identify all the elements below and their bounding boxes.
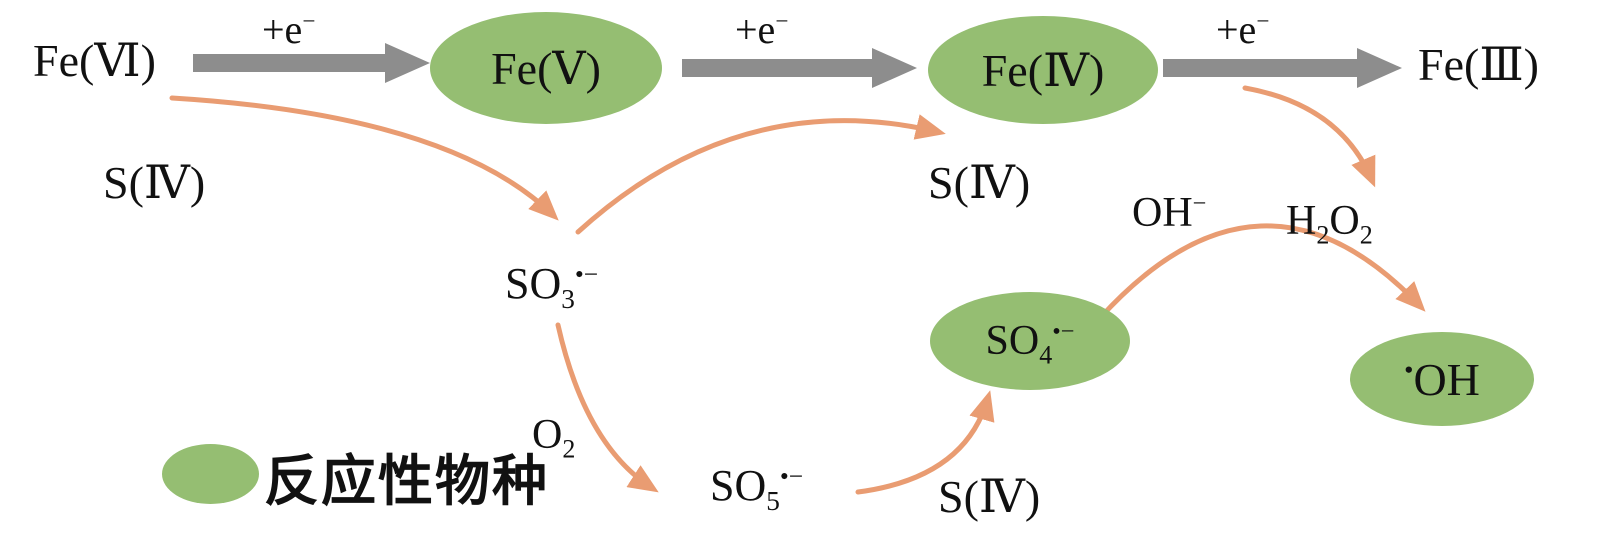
electron-label-3: +e− xyxy=(1216,7,1270,52)
curve-so3-to-fe4 xyxy=(575,114,946,235)
s4-bottom-label: S(Ⅳ) xyxy=(938,471,1041,522)
legend-swatch-ellipse xyxy=(162,444,259,504)
so3-radical-label: SO3•− xyxy=(505,259,599,314)
node-oh-radical-ellipse: •OH xyxy=(1350,332,1534,426)
so5-radical-label: SO5•− xyxy=(710,461,804,516)
electron-transfer-arrow-2 xyxy=(682,48,917,88)
node-so4-ellipse: SO4•− xyxy=(930,292,1130,390)
oh-radical-label: •OH xyxy=(1404,353,1480,405)
curve-so4-to-oh-radical xyxy=(1097,223,1426,321)
node-fe5-ellipse: Fe(Ⅴ) xyxy=(430,12,662,124)
h2o2-label: H2O2 xyxy=(1286,198,1373,250)
so4-radical-label: SO4•− xyxy=(985,318,1075,370)
electron-label-2: +e− xyxy=(735,7,789,52)
node-fe6-label: Fe(Ⅵ) xyxy=(33,35,156,86)
electron-transfer-arrow-1 xyxy=(193,43,430,83)
o2-label: O2 xyxy=(532,412,576,464)
curve-so5-to-so4 xyxy=(855,390,995,495)
hydroxide-label: OH− xyxy=(1132,190,1207,236)
s4-left-label: S(Ⅳ) xyxy=(103,157,206,208)
node-fe4-ellipse: Fe(Ⅳ) xyxy=(928,16,1158,124)
curve-fe3-to-h2o2 xyxy=(1242,85,1376,188)
node-fe5-label: Fe(Ⅴ) xyxy=(491,43,601,94)
s4-middle-label: S(Ⅳ) xyxy=(928,157,1031,208)
curve-s4-to-so3 xyxy=(169,95,559,221)
electron-transfer-arrow-3 xyxy=(1163,48,1402,88)
curve-so3-to-so5 xyxy=(555,322,659,493)
electron-label-1: +e− xyxy=(262,7,316,52)
node-fe4-label: Fe(Ⅳ) xyxy=(981,45,1105,96)
legend-label: 反应性物种 xyxy=(264,450,550,512)
node-fe3-label: Fe(Ⅲ) xyxy=(1418,39,1539,90)
